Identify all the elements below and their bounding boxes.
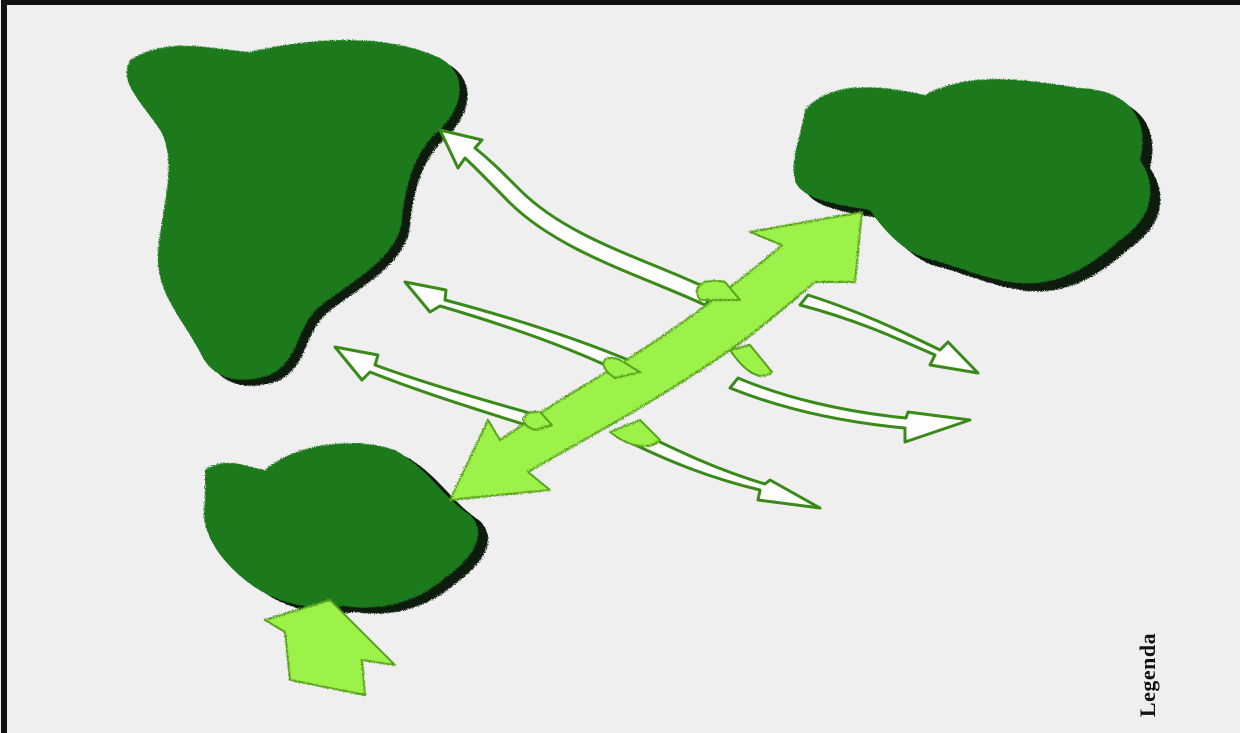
legend-label: Legenda xyxy=(1135,633,1161,717)
